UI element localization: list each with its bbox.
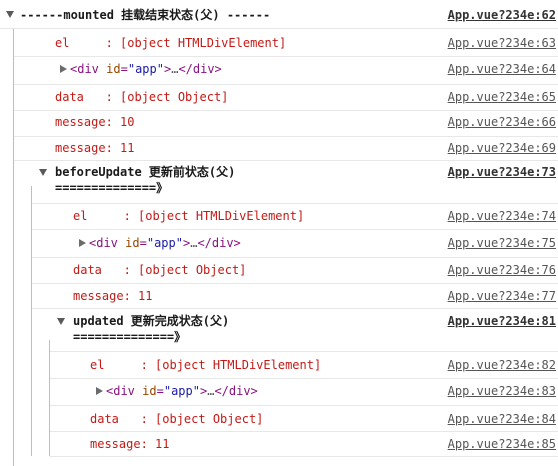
expand-triangle-icon[interactable] bbox=[39, 169, 47, 176]
console-message: message: 11 App.vue?234e:77 bbox=[0, 287, 558, 305]
group-header-arrow: ==============》 bbox=[55, 181, 169, 195]
console-node-entry[interactable]: <div id="app">…</div> App.vue?234e:83 bbox=[0, 382, 558, 400]
console-message: el : [object HTMLDivElement] App.vue?234… bbox=[0, 207, 558, 225]
group-header-label: beforeUpdate 更新前状态(父) bbox=[55, 165, 236, 179]
source-link[interactable]: App.vue?234e:75 bbox=[447, 236, 556, 250]
log-text: el : [object HTMLDivElement] bbox=[55, 36, 287, 50]
tag-end: </div> bbox=[214, 384, 258, 398]
tag-close-bracket: > bbox=[182, 236, 191, 250]
console-group-updated[interactable]: updated 更新完成状态(父) ==============》 App.vu… bbox=[0, 312, 558, 348]
source-link[interactable]: App.vue?234e:74 bbox=[447, 209, 556, 223]
source-link[interactable]: App.vue?234e:65 bbox=[447, 90, 556, 104]
group-header-arrow: ==============》 bbox=[73, 330, 187, 344]
ellipsis: … bbox=[190, 236, 198, 250]
console-message: data : [object Object] App.vue?234e:76 bbox=[0, 261, 558, 279]
group-indent-line-2 bbox=[31, 186, 32, 456]
tag-open-bracket: < bbox=[89, 236, 97, 250]
console-message: data : [object Object] App.vue?234e:84 bbox=[0, 410, 558, 428]
expand-triangle-icon[interactable] bbox=[6, 11, 14, 18]
tag-end: </div> bbox=[197, 236, 241, 250]
attr-value: "app" bbox=[127, 62, 164, 76]
source-link[interactable]: App.vue?234e:77 bbox=[447, 289, 556, 303]
group-header-label: ------mounted 挂载结束状态(父) ------ bbox=[20, 8, 271, 22]
console-message: el : [object HTMLDivElement] App.vue?234… bbox=[0, 34, 558, 52]
tag-close-bracket: > bbox=[199, 384, 208, 398]
log-text: message: 11 bbox=[55, 141, 135, 155]
log-text: el : [object HTMLDivElement] bbox=[73, 209, 305, 223]
attr-name: id bbox=[142, 384, 157, 398]
attr-eq: = bbox=[120, 62, 128, 76]
attr-name: id bbox=[106, 62, 121, 76]
ellipsis: … bbox=[171, 62, 179, 76]
tag-name: div bbox=[113, 384, 135, 398]
log-text: message: 11 bbox=[73, 289, 153, 303]
tag-end: </div> bbox=[178, 62, 222, 76]
console-message: el : [object HTMLDivElement] App.vue?234… bbox=[0, 356, 558, 374]
console-group-mounted[interactable]: ------mounted 挂载结束状态(父) ------ App.vue?2… bbox=[0, 6, 558, 24]
tag-open-bracket: < bbox=[106, 384, 114, 398]
tag-name: div bbox=[96, 236, 118, 250]
dom-node-preview[interactable]: <div id="app">…</div> bbox=[70, 61, 222, 77]
group-indent-line-3 bbox=[49, 340, 50, 456]
source-link[interactable]: App.vue?234e:73 bbox=[447, 165, 556, 179]
attr-eq: = bbox=[139, 236, 147, 250]
console-node-entry[interactable]: <div id="app">…</div> App.vue?234e:75 bbox=[0, 234, 558, 252]
source-link[interactable]: App.vue?234e:69 bbox=[447, 141, 556, 155]
dom-node-preview[interactable]: <div id="app">…</div> bbox=[89, 235, 241, 251]
source-link[interactable]: App.vue?234e:66 bbox=[447, 115, 556, 129]
source-link[interactable]: App.vue?234e:63 bbox=[447, 36, 556, 50]
tag-open-bracket: < bbox=[70, 62, 78, 76]
tag-name: div bbox=[77, 62, 99, 76]
group-indent-line-1 bbox=[13, 28, 14, 466]
expand-triangle-icon[interactable] bbox=[57, 318, 65, 325]
expand-node-icon[interactable] bbox=[96, 387, 103, 395]
console-group-before-update[interactable]: beforeUpdate 更新前状态(父) ==============》 Ap… bbox=[0, 163, 558, 199]
source-link[interactable]: App.vue?234e:64 bbox=[447, 62, 556, 76]
source-link[interactable]: App.vue?234e:83 bbox=[447, 384, 556, 398]
console-message: message: 10 App.vue?234e:66 bbox=[0, 113, 558, 131]
log-text: message: 10 bbox=[55, 115, 135, 129]
log-text: data : [object Object] bbox=[73, 263, 247, 277]
attr-name: id bbox=[125, 236, 140, 250]
source-link[interactable]: App.vue?234e:76 bbox=[447, 263, 556, 277]
expand-node-icon[interactable] bbox=[79, 239, 86, 247]
source-link[interactable]: App.vue?234e:81 bbox=[447, 314, 556, 328]
console-node-entry[interactable]: <div id="app">…</div> App.vue?234e:64 bbox=[0, 60, 558, 78]
attr-eq: = bbox=[156, 384, 164, 398]
tag-close-bracket: > bbox=[163, 62, 172, 76]
source-link[interactable]: App.vue?234e:62 bbox=[447, 8, 556, 22]
expand-node-icon[interactable] bbox=[60, 65, 67, 73]
ellipsis: … bbox=[207, 384, 215, 398]
attr-value: "app" bbox=[163, 384, 200, 398]
log-text: data : [object Object] bbox=[90, 412, 264, 426]
log-text: data : [object Object] bbox=[55, 90, 229, 104]
log-text: el : [object HTMLDivElement] bbox=[90, 358, 322, 372]
dom-node-preview[interactable]: <div id="app">…</div> bbox=[106, 383, 258, 399]
attr-value: "app" bbox=[146, 236, 183, 250]
group-header-label: updated 更新完成状态(父) bbox=[73, 314, 230, 328]
source-link[interactable]: App.vue?234e:85 bbox=[447, 437, 556, 451]
console-message: message: 11 App.vue?234e:69 bbox=[0, 139, 558, 157]
source-link[interactable]: App.vue?234e:84 bbox=[447, 412, 556, 426]
log-text: message: 11 bbox=[90, 437, 170, 451]
console-message: data : [object Object] App.vue?234e:65 bbox=[0, 88, 558, 106]
console-message: message: 11 App.vue?234e:85 bbox=[0, 435, 558, 453]
source-link[interactable]: App.vue?234e:82 bbox=[447, 358, 556, 372]
